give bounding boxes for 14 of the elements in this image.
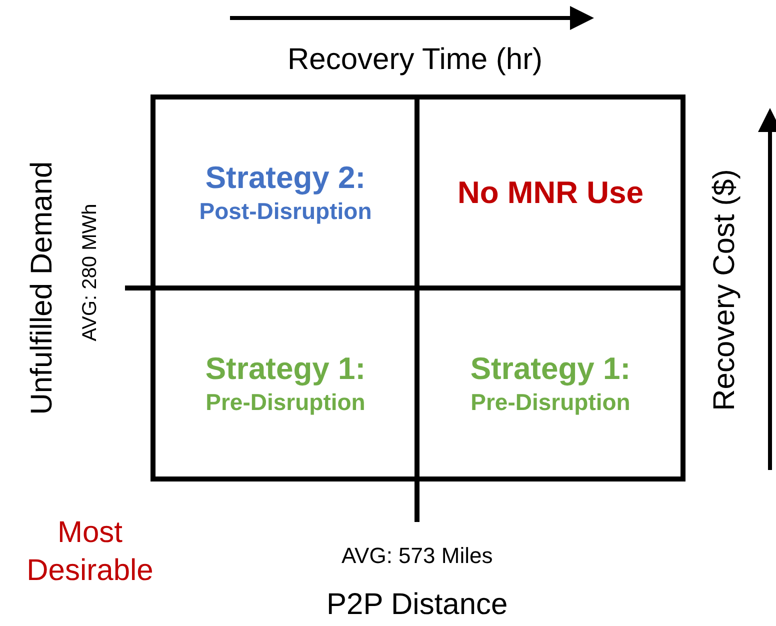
quadrant-title: No MNR Use bbox=[457, 175, 644, 211]
corner-note: Most Desirable bbox=[26, 515, 154, 589]
quadrant-title: Strategy 1: bbox=[205, 351, 366, 387]
quadrant-title: Strategy 2: bbox=[205, 160, 366, 196]
quadrant-title: Strategy 1: bbox=[470, 351, 631, 387]
axis-title: Recovery Cost ($) bbox=[708, 169, 742, 411]
axis-note: AVG: 280 MWh bbox=[78, 203, 102, 341]
axis-title: Unfulfilled Demand bbox=[25, 161, 60, 415]
quadrant-subtitle: Pre-Disruption bbox=[470, 388, 630, 417]
axis-note: AVG: 573 Miles bbox=[342, 543, 493, 569]
quadrant-subtitle: Pre-Disruption bbox=[206, 388, 366, 417]
axis-title: P2P Distance bbox=[326, 588, 508, 622]
axis-title: Recovery Time (hr) bbox=[288, 43, 543, 77]
quadrant-subtitle: Post-Disruption bbox=[199, 197, 372, 226]
